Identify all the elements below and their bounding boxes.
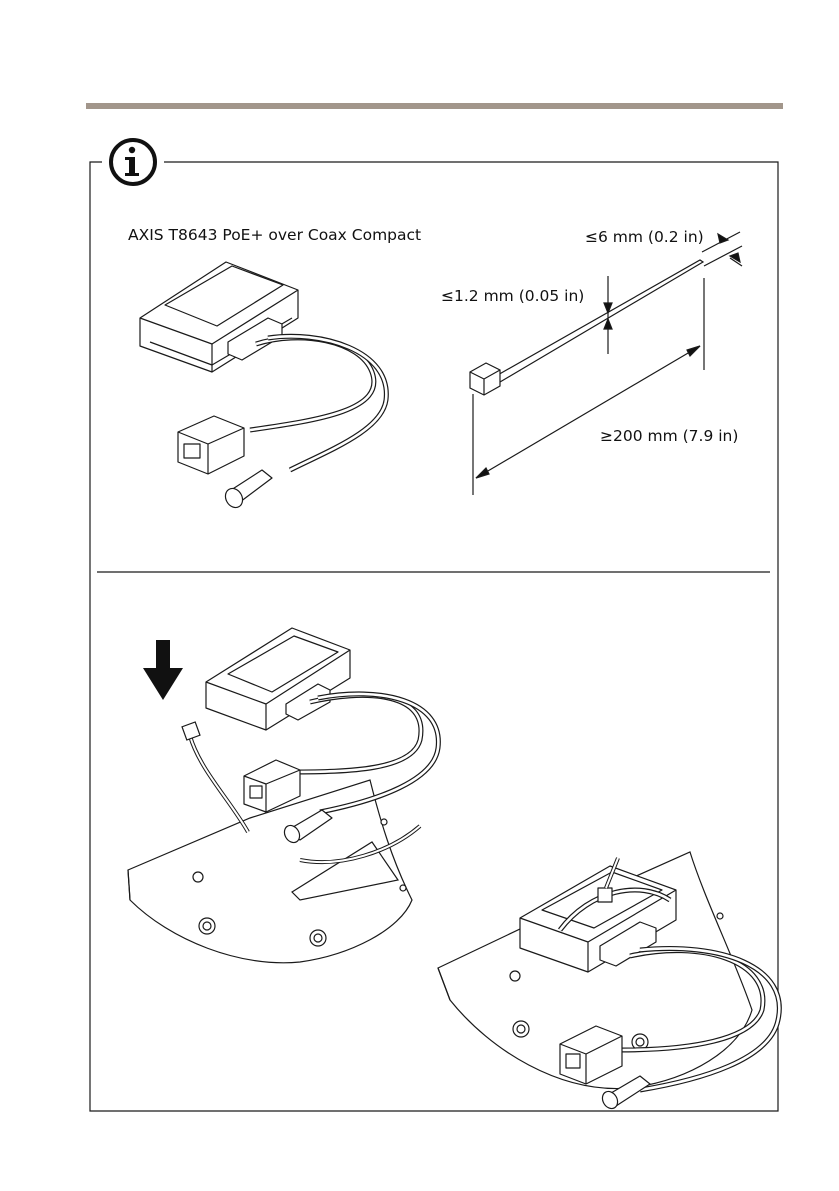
info-icon [111, 140, 155, 184]
cable-tie-illustration [470, 232, 742, 495]
mount-plate-left [128, 722, 420, 963]
cable-tie-length-label: ≥200 mm (7.9 in) [600, 427, 738, 445]
product-device-step-one [206, 628, 438, 845]
down-arrow-icon [143, 640, 183, 700]
cable-tie-width-label: ≤6 mm (0.2 in) [585, 228, 704, 246]
product-device-illustration [140, 262, 386, 511]
product-name-label: AXIS T8643 PoE+ over Coax Compact [128, 226, 421, 244]
cable-tie-thickness-label: ≤1.2 mm (0.05 in) [441, 287, 584, 305]
